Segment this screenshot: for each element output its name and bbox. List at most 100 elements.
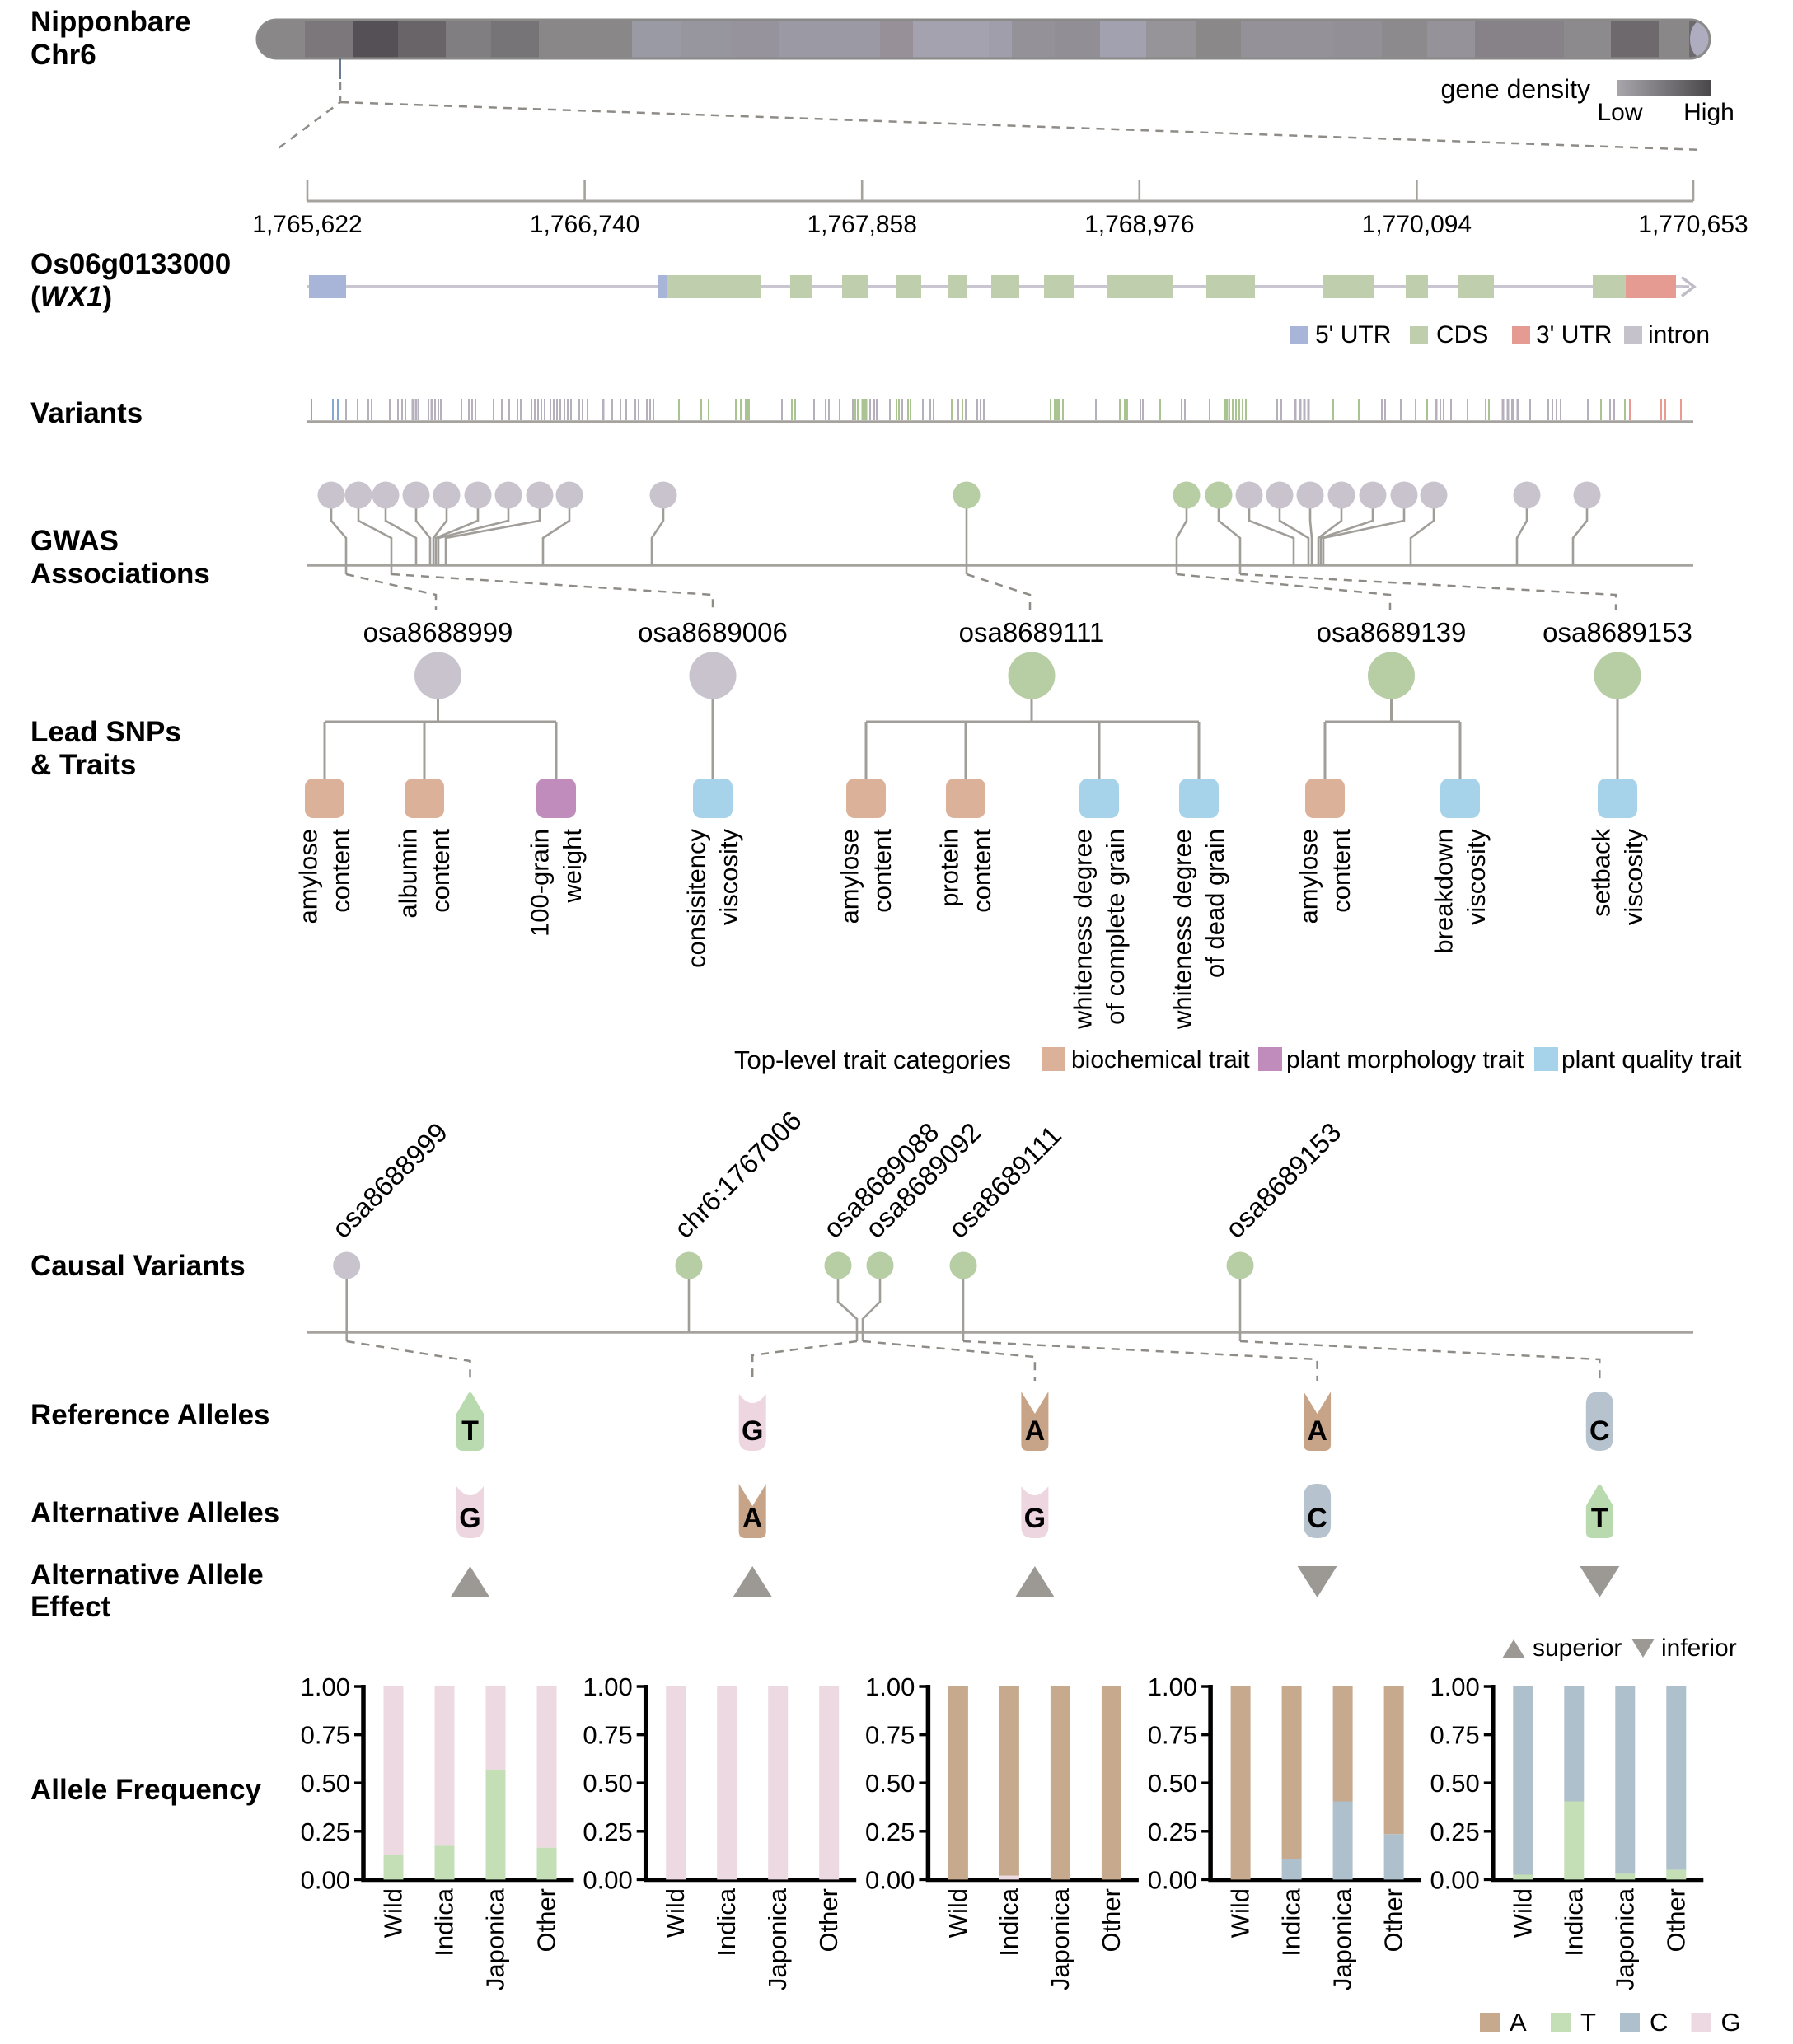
svg-text:Japonica: Japonica [481, 1887, 510, 1990]
svg-text:0.25: 0.25 [1430, 1817, 1479, 1846]
svg-text:intron: intron [1648, 321, 1710, 348]
svg-text:0.50: 0.50 [865, 1769, 915, 1798]
svg-text:C: C [1650, 2008, 1668, 2037]
svg-text:Japonica: Japonica [1328, 1887, 1357, 1990]
svg-text:Other: Other [532, 1888, 561, 1953]
svg-text:Reference Alleles: Reference Alleles [30, 1399, 270, 1431]
svg-text:amylose: amylose [294, 829, 323, 924]
svg-text:1,768,976: 1,768,976 [1084, 211, 1194, 238]
svg-text:& Traits: & Traits [30, 749, 136, 781]
svg-text:plant morphology trait: plant morphology trait [1286, 1046, 1524, 1073]
svg-text:0.75: 0.75 [1430, 1721, 1479, 1750]
svg-text:gene density: gene density [1441, 74, 1590, 104]
svg-text:1,765,622: 1,765,622 [252, 211, 362, 238]
svg-text:viscosity: viscosity [1619, 829, 1648, 926]
svg-text:whiteness degree: whiteness degree [1168, 829, 1197, 1030]
svg-text:Os06g0133000: Os06g0133000 [30, 248, 231, 280]
svg-text:A: A [742, 1503, 763, 1534]
svg-text:G: G [742, 1415, 763, 1447]
svg-text:1,770,094: 1,770,094 [1362, 211, 1472, 238]
svg-text:protein: protein [935, 829, 964, 907]
svg-text:0.50: 0.50 [301, 1769, 350, 1798]
svg-text:A: A [1307, 1415, 1327, 1447]
svg-text:1.00: 1.00 [865, 1672, 915, 1701]
svg-text:0.75: 0.75 [301, 1721, 350, 1750]
svg-text:0.00: 0.00 [1148, 1865, 1197, 1894]
svg-text:osa8689111: osa8689111 [959, 617, 1105, 648]
svg-text:1.00: 1.00 [583, 1672, 632, 1701]
svg-text:0.00: 0.00 [583, 1865, 632, 1894]
svg-text:Other: Other [814, 1888, 843, 1953]
svg-text:Indica: Indica [995, 1887, 1023, 1956]
svg-text:breakdown: breakdown [1430, 829, 1458, 954]
svg-text:0.25: 0.25 [865, 1817, 915, 1846]
svg-text:viscosity: viscosity [1462, 829, 1491, 926]
svg-text:amylose: amylose [836, 829, 864, 924]
svg-text:Other: Other [1661, 1888, 1690, 1953]
svg-text:of complete grain: of complete grain [1101, 829, 1130, 1025]
svg-text:0.25: 0.25 [583, 1817, 632, 1846]
svg-text:osa8688999: osa8688999 [363, 617, 513, 648]
svg-text:osa8689139: osa8689139 [1317, 617, 1467, 648]
svg-text:consisitency: consisitency [682, 829, 711, 968]
svg-text:1.00: 1.00 [301, 1672, 350, 1701]
svg-text:plant quality trait: plant quality trait [1561, 1046, 1742, 1073]
svg-text:100-grain: 100-grain [526, 829, 555, 937]
svg-text:0.75: 0.75 [865, 1721, 915, 1750]
svg-text:0.25: 0.25 [1148, 1817, 1197, 1846]
svg-text:Alternative Allele: Alternative Allele [30, 1559, 264, 1591]
svg-text:Causal Variants: Causal Variants [30, 1250, 246, 1282]
svg-text:Alternative Alleles: Alternative Alleles [30, 1497, 279, 1529]
svg-text:CDS: CDS [1436, 321, 1488, 348]
svg-text:C: C [1589, 1415, 1610, 1447]
svg-text:A: A [1025, 1415, 1046, 1447]
svg-text:Indica: Indica [1277, 1887, 1306, 1956]
svg-text:Lead SNPs: Lead SNPs [30, 716, 181, 748]
svg-text:0.75: 0.75 [1148, 1721, 1197, 1750]
svg-text:0.00: 0.00 [1430, 1865, 1479, 1894]
svg-text:0.50: 0.50 [1430, 1769, 1479, 1798]
svg-text:Indica: Indica [430, 1887, 459, 1956]
svg-text:High: High [1683, 99, 1734, 126]
svg-text:A: A [1510, 2008, 1527, 2037]
svg-text:0.75: 0.75 [583, 1721, 632, 1750]
svg-text:Allele Frequency: Allele Frequency [30, 1774, 262, 1806]
svg-text:Effect: Effect [30, 1591, 111, 1623]
svg-text:Top-level trait categories: Top-level trait categories [734, 1045, 1011, 1074]
svg-text:GWAS: GWAS [30, 525, 119, 557]
svg-text:Variants: Variants [30, 397, 143, 429]
svg-text:1.00: 1.00 [1430, 1672, 1479, 1701]
svg-text:setback: setback [1587, 829, 1616, 917]
svg-text:of dead grain: of dead grain [1201, 829, 1229, 978]
svg-text:weight: weight [558, 829, 587, 904]
svg-text:0.25: 0.25 [301, 1817, 350, 1846]
svg-text:content: content [426, 829, 455, 913]
svg-text:content: content [967, 829, 996, 913]
svg-text:Wild: Wild [1226, 1888, 1255, 1938]
svg-text:albumin: albumin [394, 829, 423, 919]
svg-text:content: content [868, 829, 896, 913]
svg-text:Indica: Indica [712, 1887, 741, 1956]
svg-text:Japonica: Japonica [763, 1887, 792, 1990]
svg-text:whiteness degree: whiteness degree [1069, 829, 1098, 1030]
svg-text:0.50: 0.50 [1148, 1769, 1197, 1798]
svg-text:T: T [1591, 1503, 1608, 1534]
svg-text:Chr6: Chr6 [30, 39, 96, 71]
svg-text:Wild: Wild [1508, 1888, 1537, 1938]
svg-text:Japonica: Japonica [1046, 1887, 1074, 1990]
svg-text:1,770,653: 1,770,653 [1638, 211, 1748, 238]
svg-text:osa8689153: osa8689153 [1543, 617, 1692, 648]
svg-text:5' UTR: 5' UTR [1315, 321, 1391, 348]
svg-text:G: G [1721, 2008, 1741, 2037]
svg-text:biochemical trait: biochemical trait [1071, 1046, 1250, 1073]
svg-text:inferior: inferior [1661, 1635, 1737, 1662]
svg-text:Nipponbare: Nipponbare [30, 6, 190, 38]
svg-text:0.50: 0.50 [583, 1769, 632, 1798]
svg-text:Low: Low [1597, 99, 1642, 126]
svg-text:T: T [1580, 2008, 1596, 2037]
svg-text:G: G [1024, 1503, 1046, 1534]
svg-text:1,767,858: 1,767,858 [807, 211, 916, 238]
svg-text:Japonica: Japonica [1610, 1887, 1639, 1990]
svg-text:Indica: Indica [1559, 1887, 1588, 1956]
svg-text:Other: Other [1379, 1888, 1408, 1953]
